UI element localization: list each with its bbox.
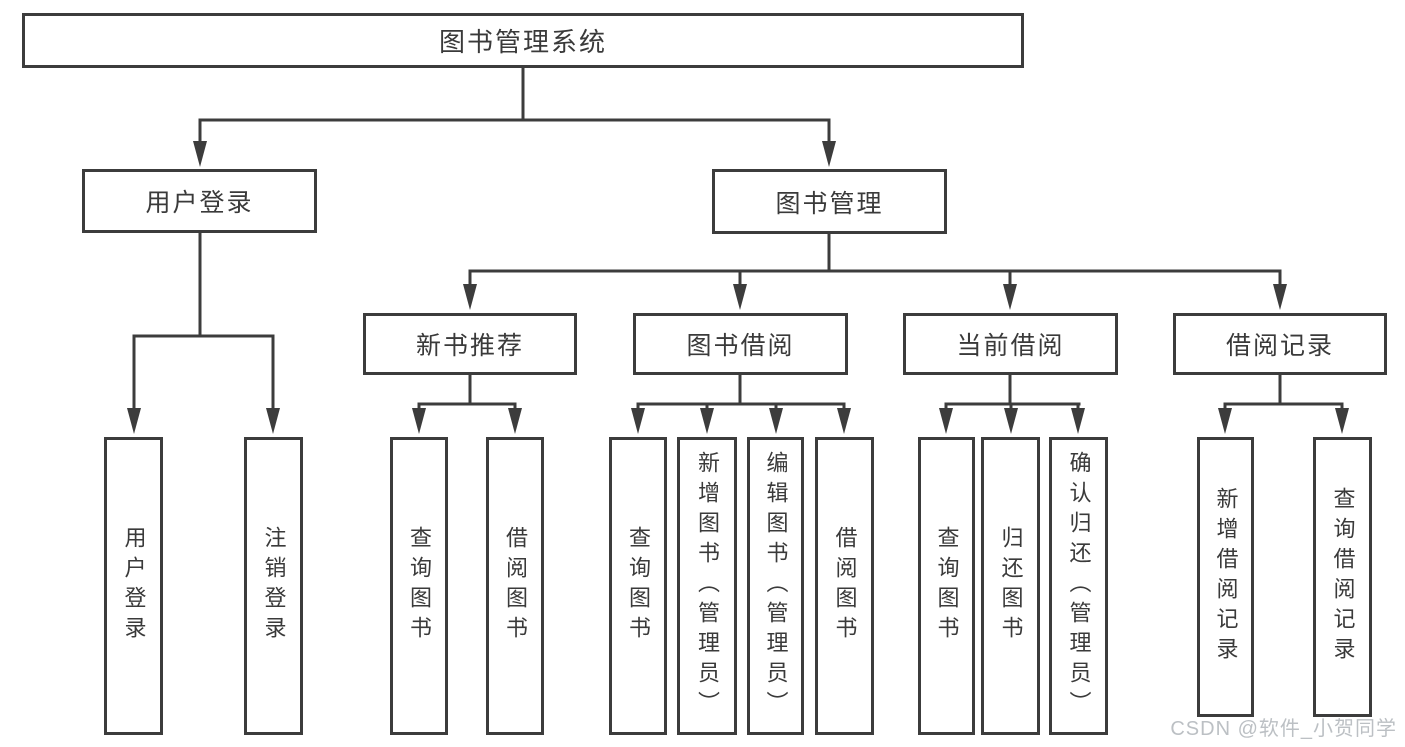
node-user-login-branch-label: 用户登录 [145,189,254,217]
leaf-borrow-books-label: 借阅图书 [832,526,858,646]
leaf-query-borrow-record-label: 查询借阅记录 [1330,487,1356,667]
node-borrow-records-label: 借阅记录 [1225,332,1334,360]
leaf-borrow-query-books: 查询图书 [609,437,667,735]
leaf-user-login-label: 用户登录 [121,526,147,646]
leaf-recommend-borrow-books-label: 借阅图书 [503,526,528,646]
node-book-borrow: 图书借阅 [633,313,848,375]
leaf-borrow-books: 借阅图书 [815,437,874,735]
leaf-add-borrow-record: 新增借阅记录 [1197,437,1254,717]
node-new-book-recommend-label: 新书推荐 [415,332,524,360]
leaf-recommend-query-books-label: 查询图书 [407,526,432,646]
leaf-query-borrow-record: 查询借阅记录 [1313,437,1372,717]
leaf-current-query-books: 查询图书 [918,437,975,735]
leaf-logout: 注销登录 [244,437,303,735]
node-current-borrow-label: 当前借阅 [956,332,1065,360]
leaf-recommend-borrow-books: 借阅图书 [486,437,544,735]
leaf-recommend-query-books: 查询图书 [390,437,448,735]
arrowheads [127,141,1349,434]
node-book-borrow-label: 图书借阅 [686,332,795,360]
node-root-label: 图书管理系统 [438,27,607,57]
node-root-system: 图书管理系统 [22,13,1024,68]
leaf-confirm-return-admin: 确认归还（管理员） [1049,437,1108,735]
leaf-logout-label: 注销登录 [261,526,287,646]
leaf-confirm-return-admin-label: 确认归还（管理员） [1066,451,1092,721]
node-borrow-records: 借阅记录 [1173,313,1387,375]
leaf-edit-book-admin-label: 编辑图书（管理员） [763,451,789,721]
leaf-return-books: 归还图书 [981,437,1040,735]
leaf-borrow-query-books-label: 查询图书 [626,526,651,646]
leaf-return-books-label: 归还图书 [998,526,1024,646]
node-current-borrow: 当前借阅 [903,313,1118,375]
node-book-management-branch: 图书管理 [712,169,947,234]
node-new-book-recommend: 新书推荐 [363,313,577,375]
leaf-current-query-books-label: 查询图书 [934,526,960,646]
node-user-login-branch: 用户登录 [82,169,317,233]
leaf-add-borrow-record-label: 新增借阅记录 [1213,487,1239,667]
node-book-management-label: 图书管理 [775,189,884,218]
leaf-edit-book-admin: 编辑图书（管理员） [747,437,804,735]
csdn-watermark: CSDN @软件_小贺同学 [1170,718,1397,740]
leaf-user-login: 用户登录 [104,437,163,735]
leaf-add-book-admin: 新增图书（管理员） [677,437,737,735]
leaf-add-book-admin-label: 新增图书（管理员） [695,451,720,721]
